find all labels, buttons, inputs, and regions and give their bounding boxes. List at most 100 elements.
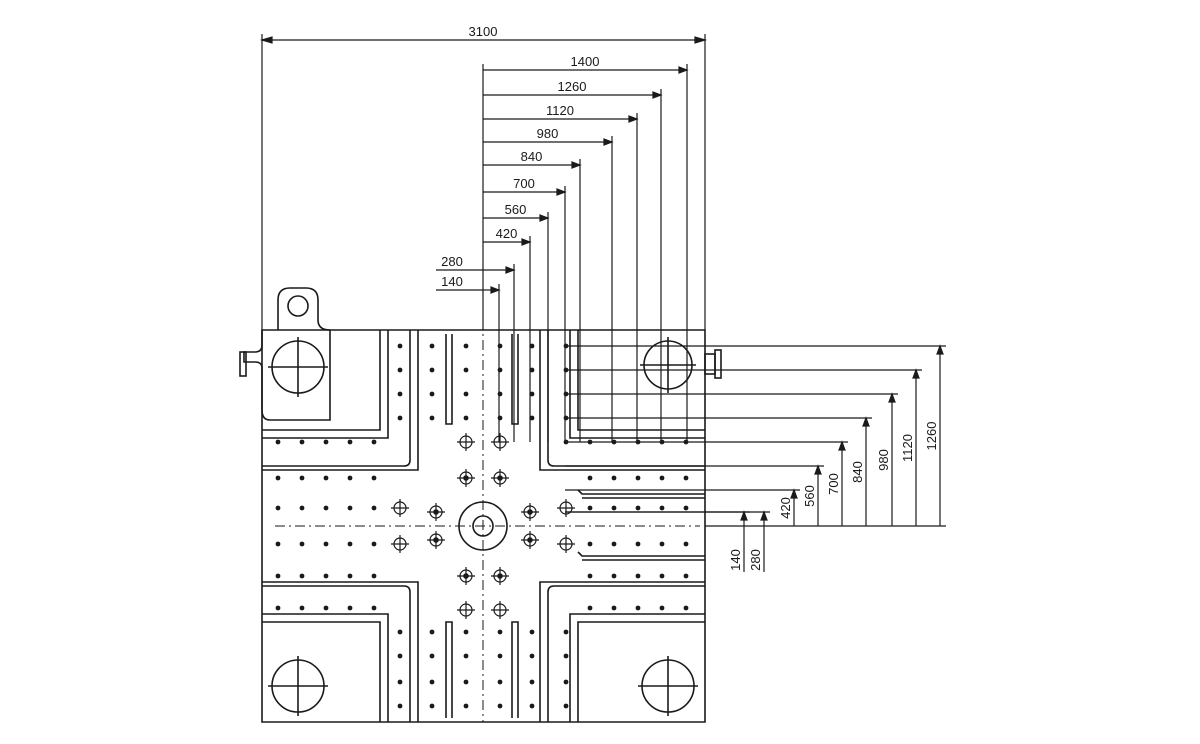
hole-dot — [659, 505, 665, 511]
hole-dot — [299, 505, 305, 511]
right-dim-label: 980 — [876, 449, 891, 471]
top-dim-label: 1260 — [558, 79, 587, 94]
hole-dot — [299, 605, 305, 611]
hole-dot — [529, 679, 535, 685]
overall-width-label: 3100 — [469, 24, 498, 39]
hole-dot — [611, 605, 617, 611]
hole-dot — [587, 439, 593, 445]
right-dim-arrow — [936, 344, 944, 355]
hole-dot — [563, 629, 569, 635]
hole-dot — [635, 605, 641, 611]
hole-dot — [463, 703, 469, 709]
top-dim-label: 420 — [496, 226, 518, 241]
hole-dot — [323, 439, 329, 445]
hole-dot — [429, 629, 435, 635]
hole-dot — [463, 343, 469, 349]
hole-dot — [529, 703, 535, 709]
right-dim-label: 700 — [826, 473, 841, 495]
hole-dot — [275, 475, 281, 481]
top-dim-label: 280 — [441, 254, 463, 269]
right-dim-arrow — [838, 440, 846, 451]
hole-dot — [347, 605, 353, 611]
top-dim-label: 1120 — [546, 103, 574, 118]
hole-dot — [497, 703, 503, 709]
hole-dot — [371, 573, 377, 579]
right-dim-arrow — [760, 510, 768, 521]
hole-dot — [659, 475, 665, 481]
right-dim-arrow — [790, 488, 798, 499]
hole-dot — [497, 343, 503, 349]
hole-dot — [397, 653, 403, 659]
hole-dot — [635, 475, 641, 481]
hole-dot — [611, 475, 617, 481]
hole-dot — [611, 541, 617, 547]
hole-dot — [275, 605, 281, 611]
hole-dot — [463, 653, 469, 659]
hole-dot — [659, 541, 665, 547]
hole-dot — [299, 573, 305, 579]
hole-dot — [659, 605, 665, 611]
hole-dot — [529, 367, 535, 373]
right-dim-label: 280 — [748, 549, 763, 571]
top-dim-arrow — [556, 188, 567, 196]
hole-dot — [463, 629, 469, 635]
hole-dot — [275, 573, 281, 579]
hole-dot — [323, 573, 329, 579]
hole-dot — [497, 415, 503, 421]
hole-dot — [397, 391, 403, 397]
hole-dot — [683, 541, 689, 547]
hole-dot — [587, 475, 593, 481]
top-dim-arrow — [539, 214, 550, 222]
hole-dot — [463, 367, 469, 373]
hole-dot — [323, 605, 329, 611]
hole-dot — [371, 605, 377, 611]
hole-dot — [397, 679, 403, 685]
bottom-right-boss — [638, 656, 698, 716]
hole-dot — [659, 439, 665, 445]
hole-dot — [497, 391, 503, 397]
hole-dot — [529, 629, 535, 635]
mounting-holes — [275, 343, 689, 709]
hole-dot — [563, 703, 569, 709]
top-dim-arrow — [571, 161, 582, 169]
hole-dot — [563, 367, 569, 373]
right-dim-arrow — [862, 416, 870, 427]
top-dimension-lines — [436, 64, 689, 442]
hole-dot — [635, 505, 641, 511]
top-dim-label: 700 — [513, 176, 535, 191]
top-dim-label: 140 — [441, 274, 463, 289]
hole-dot — [683, 573, 689, 579]
hole-dot — [397, 629, 403, 635]
hole-dot — [611, 505, 617, 511]
hole-dot — [611, 573, 617, 579]
hole-dot — [563, 415, 569, 421]
hole-dot — [429, 679, 435, 685]
right-dim-label: 420 — [778, 497, 793, 519]
hole-dot — [529, 343, 535, 349]
platen-outline — [261, 329, 706, 723]
hole-dot — [463, 679, 469, 685]
right-dim-label: 560 — [802, 485, 817, 507]
hole-dot — [347, 541, 353, 547]
top-dim-label: 980 — [537, 126, 559, 141]
hole-dot — [683, 605, 689, 611]
hole-dot — [275, 439, 281, 445]
hole-dot — [659, 573, 665, 579]
hole-dot — [683, 505, 689, 511]
hole-dot — [497, 629, 503, 635]
hole-dot — [463, 415, 469, 421]
hole-dot — [563, 439, 569, 445]
hole-dot — [635, 541, 641, 547]
hole-dot — [371, 541, 377, 547]
hole-dot — [323, 475, 329, 481]
hole-dot — [429, 653, 435, 659]
overall-width-dimension — [259, 34, 708, 330]
top-dim-label: 560 — [505, 202, 527, 217]
t-slot-channels — [262, 330, 705, 722]
hole-dot — [347, 439, 353, 445]
right-dim-label: 1260 — [924, 422, 939, 451]
hole-dot — [563, 679, 569, 685]
hole-dot — [275, 541, 281, 547]
